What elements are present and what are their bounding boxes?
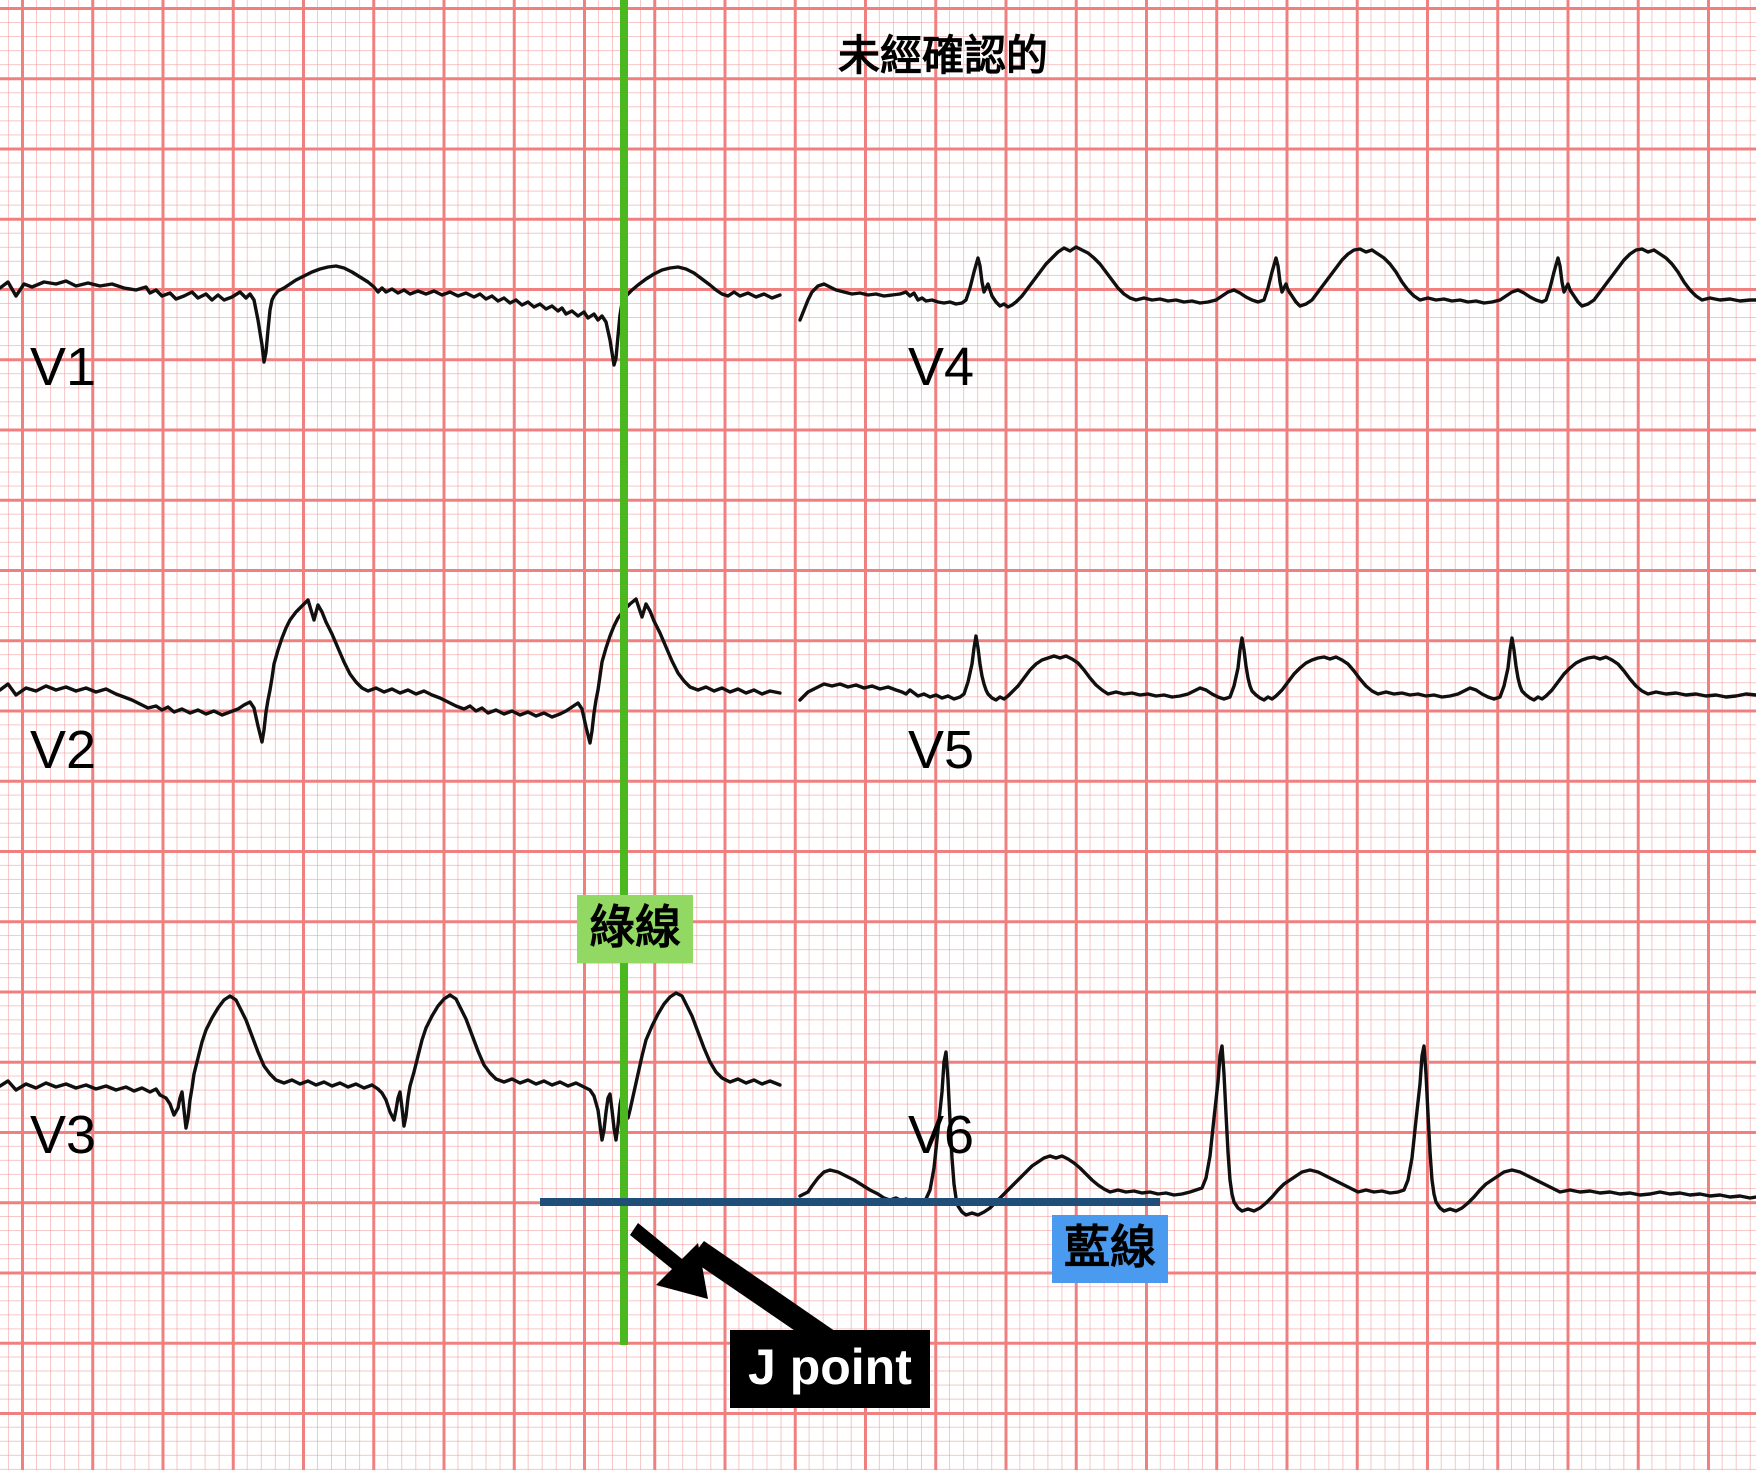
blue-baseline-line <box>540 1198 1160 1206</box>
green-line-tag: 綠線 <box>577 895 693 963</box>
lead-label-v1: V1 <box>30 337 97 397</box>
blue-line-tag: 藍線 <box>1052 1215 1168 1283</box>
lead-label-v6: V6 <box>908 1105 975 1165</box>
lead-label-v4: V4 <box>908 337 975 397</box>
lead-label-v5: V5 <box>908 720 975 780</box>
page-title: 未經確認的 <box>838 31 1049 80</box>
green-reference-line <box>620 0 628 1345</box>
j-point-tag: J point <box>730 1330 930 1408</box>
lead-label-v3: V3 <box>30 1105 97 1165</box>
lead-label-v2: V2 <box>30 720 97 780</box>
